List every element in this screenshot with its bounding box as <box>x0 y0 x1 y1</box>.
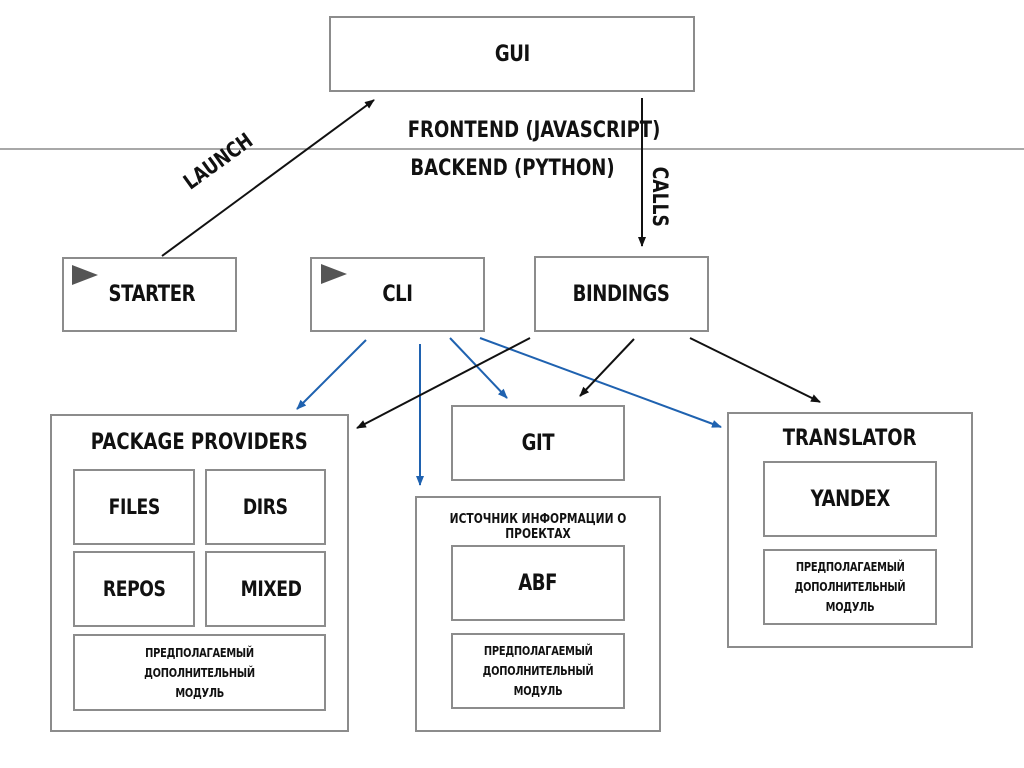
calls-label: CALLS <box>648 166 672 227</box>
repos-node: REPOS <box>73 551 195 627</box>
starter-play-icon <box>72 265 98 285</box>
bindings-to-translator-arrow <box>689 337 821 403</box>
cli-to-git-arrow <box>449 337 508 399</box>
package-providers-optional-module: ПРЕДПОЛАГАЕМЫЙ ДОПОЛНИТЕЛЬНЫЙ МОДУЛЬ <box>73 634 326 711</box>
cli-label: CLI <box>382 282 413 307</box>
gui-node: GUI <box>329 16 695 92</box>
yandex-node: YANDEX <box>763 461 937 537</box>
package-providers-title: PACKAGE PROVIDERS <box>91 430 308 455</box>
cli-to-package-providers-arrow <box>296 339 367 410</box>
launch-arrow <box>161 99 375 257</box>
dirs-node: DIRS <box>205 469 326 545</box>
cli-to-translator-arrow <box>479 337 722 428</box>
project-info-optional-module: ПРЕДПОЛАГАЕМЫЙ ДОПОЛНИТЕЛЬНЫЙ МОДУЛЬ <box>451 633 625 709</box>
gui-label: GUI <box>494 41 530 67</box>
mixed-node: MIXED <box>205 551 326 627</box>
project-info-title: ИСТОЧНИК ИНФОРМАЦИИ О ПРОЕКТАХ <box>449 512 627 542</box>
backend-layer-label: BACKEND (PYTHON) <box>410 156 616 181</box>
files-node: FILES <box>73 469 195 545</box>
bindings-label: BINDINGS <box>573 281 670 307</box>
frontend-layer-label: FRONTEND (JAVASCRIPT) <box>407 118 661 143</box>
git-label: GIT <box>521 430 555 456</box>
abf-node: ABF <box>451 545 625 621</box>
cli-play-icon <box>321 264 347 284</box>
translator-title: TRANSLATOR <box>783 426 917 451</box>
bindings-node: BINDINGS <box>534 256 709 332</box>
bindings-to-package-providers-arrow <box>356 337 531 429</box>
bindings-to-git-arrow <box>579 338 635 397</box>
starter-label: STARTER <box>108 282 195 307</box>
git-node: GIT <box>451 405 625 481</box>
translator-optional-module: ПРЕДПОЛАГАЕМЫЙ ДОПОЛНИТЕЛЬНЫЙ МОДУЛЬ <box>763 549 937 625</box>
